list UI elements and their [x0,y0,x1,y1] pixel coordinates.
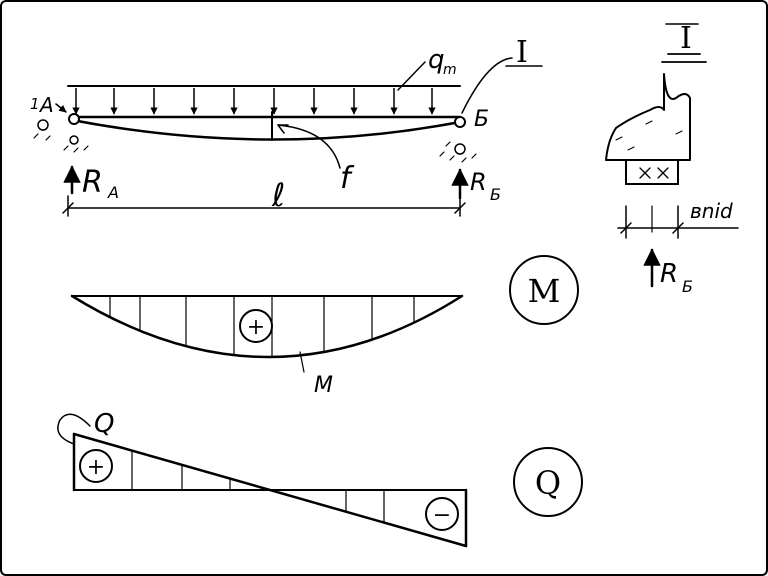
load-label-sub: m [443,62,457,78]
moment-sign: + [247,315,265,340]
reaction-a-sub: A [107,183,119,202]
shear-label: Q [94,409,114,439]
support-b-label: Б [474,107,489,132]
section-title: I [680,21,692,56]
support-a-label: A [38,93,54,117]
deflection-label: f [340,161,355,196]
bearing-width-label: вnid [690,199,733,223]
section-detail: I вnid R Б [605,21,739,296]
reaction-b-label: R [470,168,487,196]
reaction-a: R A [63,165,119,202]
shear-circle-label: Q [535,464,561,502]
span-label: ℓ [271,176,285,214]
section-mark-label: I [516,35,528,70]
distributed-load: q m [67,45,461,115]
reaction-b: R Б [451,168,501,204]
load-label: q [428,45,445,75]
moment-curve-label: M [314,373,333,398]
support-a-prefix: 1 [30,95,40,113]
support-b: Б I [439,35,543,163]
load-arrows [72,88,436,115]
moment-diagram: + M M [70,255,579,398]
reaction-b-detail-sub: Б [682,277,693,296]
beam: f [70,111,462,196]
span-dimension: ℓ [62,176,466,217]
shear-sign-positive: + [87,455,105,480]
deflected-beam-curve [70,118,462,141]
shear-diagram: + − Q Q [57,409,583,548]
support-a: 1 A [30,93,89,153]
reaction-b-sub: Б [490,185,501,204]
reaction-b-detail-label: R [660,259,678,289]
shear-sign-negative: − [433,503,451,528]
reaction-a-label: R [82,165,103,200]
moment-circle-label: M [528,272,561,310]
shear-hatching [131,450,385,523]
